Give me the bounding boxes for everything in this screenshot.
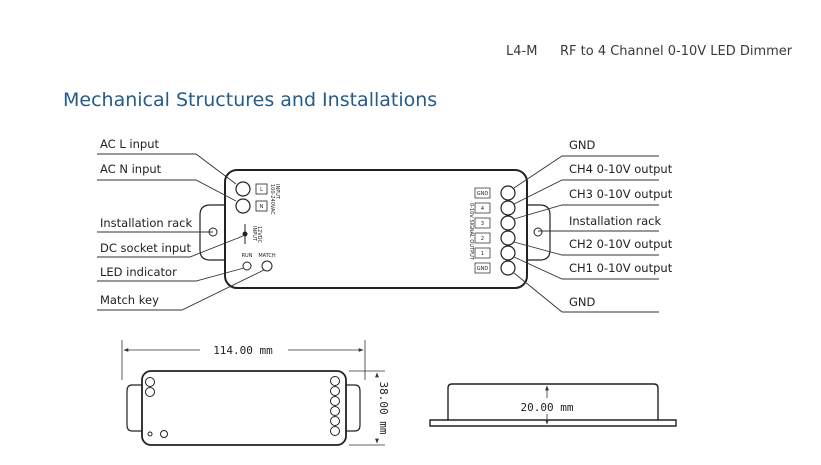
dc-voltage-text: 12VDC: [256, 226, 262, 244]
terminal-labels: GND 4 3 2 1 GND: [474, 187, 491, 274]
height-dimension: 20.00 mm: [521, 401, 574, 414]
terminal-l-screw: [235, 181, 251, 197]
dimension-side-view: 20.00 mm: [429, 383, 677, 427]
dim-screw: [330, 386, 340, 396]
leader-line: [513, 179, 659, 205]
leader-line: [513, 204, 659, 220]
left-callouts: AC L input AC N input Installation rack …: [97, 137, 265, 311]
dim-screw: [330, 396, 340, 406]
match-label: MATCH: [258, 253, 276, 259]
dim-left-rack: [126, 384, 142, 432]
led-indicator: [242, 261, 252, 271]
dim-screw: [330, 426, 340, 436]
leader-line: [97, 267, 245, 282]
right-rack-hole: [533, 227, 543, 237]
terminal-gnd-top-text: GND: [477, 191, 489, 197]
dim-right-rack: [346, 384, 361, 432]
terminal-2-text: 2: [481, 236, 484, 242]
terminal-l-text: L: [260, 187, 263, 193]
ac-voltage-text: 100-240VAC: [269, 184, 275, 215]
terminal-screw: [500, 200, 516, 216]
label-ac-l-input: AC L input: [100, 137, 159, 151]
leader-line: [97, 179, 237, 202]
leader-line: [513, 241, 659, 256]
terminal-n-screw: [235, 198, 251, 214]
terminal-n-text: N: [260, 204, 264, 210]
label-led-indicator: LED indicator: [100, 265, 177, 279]
label-installation-rack-right: Installation rack: [569, 214, 661, 228]
terminal-l-box: [255, 183, 268, 195]
dimension-top-view: 114.00 mm 38.00 mm: [121, 340, 390, 446]
leader-line: [97, 235, 244, 258]
run-label: RUN: [242, 253, 253, 259]
match-key: [261, 260, 273, 272]
label-installation-rack-left: Installation rack: [100, 216, 192, 230]
dim-body-outline: [141, 370, 347, 446]
label-ac-n-input: AC N input: [100, 162, 162, 176]
leader-line: [513, 256, 659, 280]
leader-line: [513, 272, 659, 313]
dim-key: [160, 430, 168, 438]
terminal-screw: [500, 230, 516, 246]
model-number: L4-M: [506, 44, 538, 59]
right-installation-rack: [527, 204, 551, 261]
leader-line: [513, 155, 659, 189]
signal-output-text: 0-10V SIGNAL OUTPUT: [468, 203, 474, 261]
dim-screw: [330, 416, 340, 426]
terminal-1-text: 1: [481, 251, 484, 257]
product-name: RF to 4 Channel 0-10V LED Dimmer: [560, 44, 793, 59]
terminal-n-box: [255, 200, 268, 212]
device-body: [224, 169, 528, 289]
terminal-3-text: 3: [481, 221, 484, 227]
output-terminals: 0-10V SIGNAL OUTPUT GND 4 3 2 1 GND: [468, 185, 516, 276]
terminal-gnd-bottom-text: GND: [477, 266, 489, 272]
left-leader-lines: [97, 153, 265, 311]
terminal-screw: [500, 260, 516, 276]
device-top-view: [199, 169, 551, 289]
label-ch1-output: CH1 0-10V output: [569, 261, 673, 275]
label-gnd-top: GND: [569, 138, 596, 152]
label-ch4-output: CH4 0-10V output: [569, 162, 673, 176]
label-dc-socket-input: DC socket input: [100, 241, 191, 255]
terminal-screw: [500, 215, 516, 231]
side-body-outline: [447, 383, 659, 421]
dim-screw: [330, 376, 340, 386]
leader-line: [97, 153, 237, 185]
right-callouts: GND CH4 0-10V output CH3 0-10V output In…: [513, 138, 673, 313]
ac-input-text: INPUT: [274, 184, 280, 200]
label-ch3-output: CH3 0-10V output: [569, 187, 673, 201]
dim-screw: [145, 387, 155, 397]
terminal-4-text: 4: [481, 206, 484, 212]
label-match-key: Match key: [100, 293, 159, 307]
dc-socket: INPUT 12VDC: [242, 224, 262, 244]
leader-line: [97, 269, 265, 311]
terminal-screw: [500, 185, 516, 201]
label-gnd-bottom: GND: [569, 295, 596, 309]
section-title: Mechanical Structures and Installations: [63, 89, 438, 111]
left-installation-rack: [199, 204, 225, 261]
dc-input-text: INPUT: [251, 226, 257, 242]
length-dimension: 114.00 mm: [213, 344, 273, 357]
dc-socket-pin: [242, 231, 248, 237]
dim-screw: [145, 377, 155, 387]
side-rack-outline: [429, 419, 677, 427]
dim-led: [147, 431, 153, 437]
indicator-and-key: RUN MATCH: [242, 253, 276, 272]
terminal-screw: [500, 245, 516, 261]
dim-screw: [330, 406, 340, 416]
width-dimension: 38.00 mm: [377, 382, 390, 435]
label-ch2-output: CH2 0-10V output: [569, 237, 673, 251]
right-leader-lines: [513, 155, 659, 313]
input-terminals: L N INPUT 100-240VAC: [235, 181, 280, 215]
terminal-screws: [500, 185, 516, 276]
